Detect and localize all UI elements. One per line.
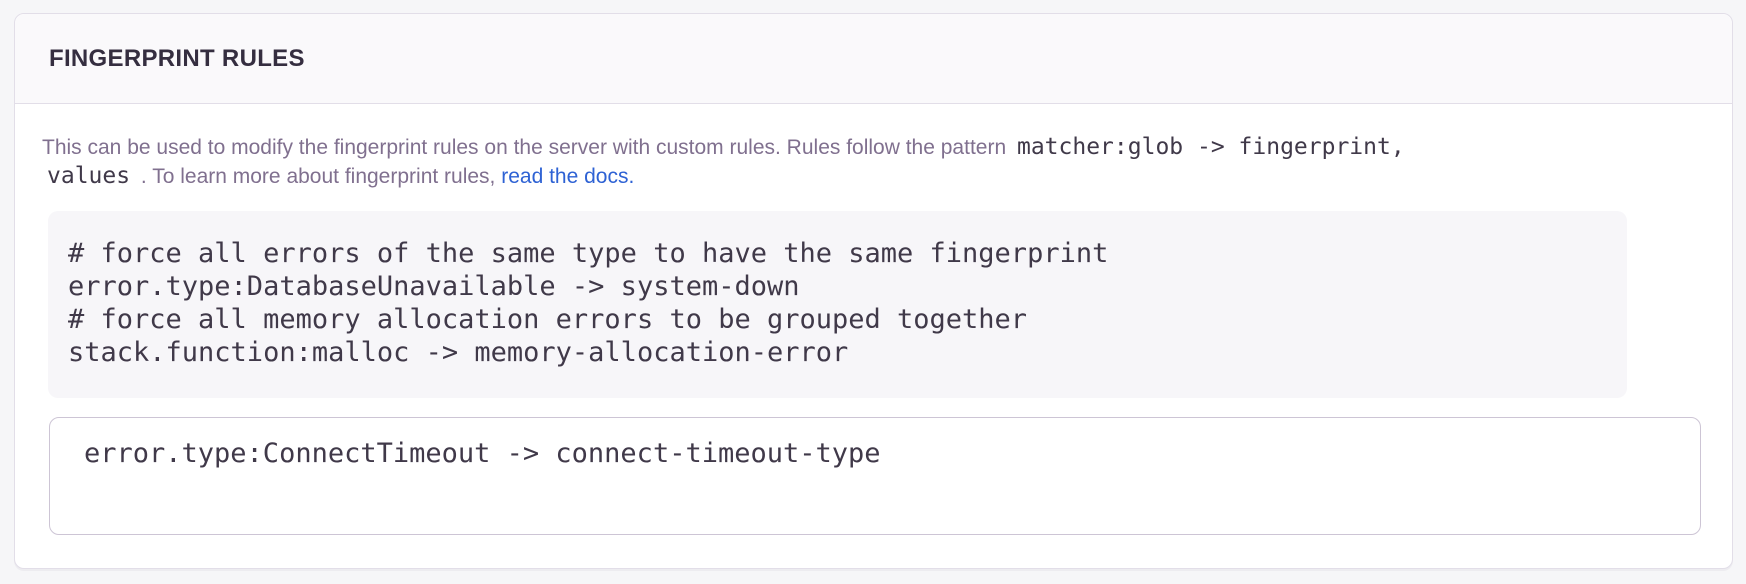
description-suffix: .: [628, 165, 635, 188]
panel-header: FINGERPRINT RULES: [15, 14, 1732, 104]
read-the-docs-link[interactable]: read the docs: [501, 165, 629, 188]
fingerprint-rules-textarea[interactable]: error.type:ConnectTimeout -> connect-tim…: [49, 417, 1701, 535]
fingerprint-rules-panel: FINGERPRINT RULES This can be used to mo…: [14, 13, 1733, 569]
description-paragraph: This can be used to modify the fingerpri…: [42, 133, 1705, 191]
description-text-2: . To learn more about fingerprint rules,: [135, 165, 502, 188]
example-rules-code-block: # force all errors of the same type to h…: [48, 211, 1627, 398]
description-text-1: This can be used to modify the fingerpri…: [42, 136, 1012, 159]
panel-body: This can be used to modify the fingerpri…: [15, 104, 1732, 569]
pattern-inline-code-line2: values: [47, 163, 131, 189]
pattern-inline-code-line1: matcher:glob -> fingerprint,: [1016, 134, 1405, 160]
panel-title: FINGERPRINT RULES: [49, 44, 305, 72]
